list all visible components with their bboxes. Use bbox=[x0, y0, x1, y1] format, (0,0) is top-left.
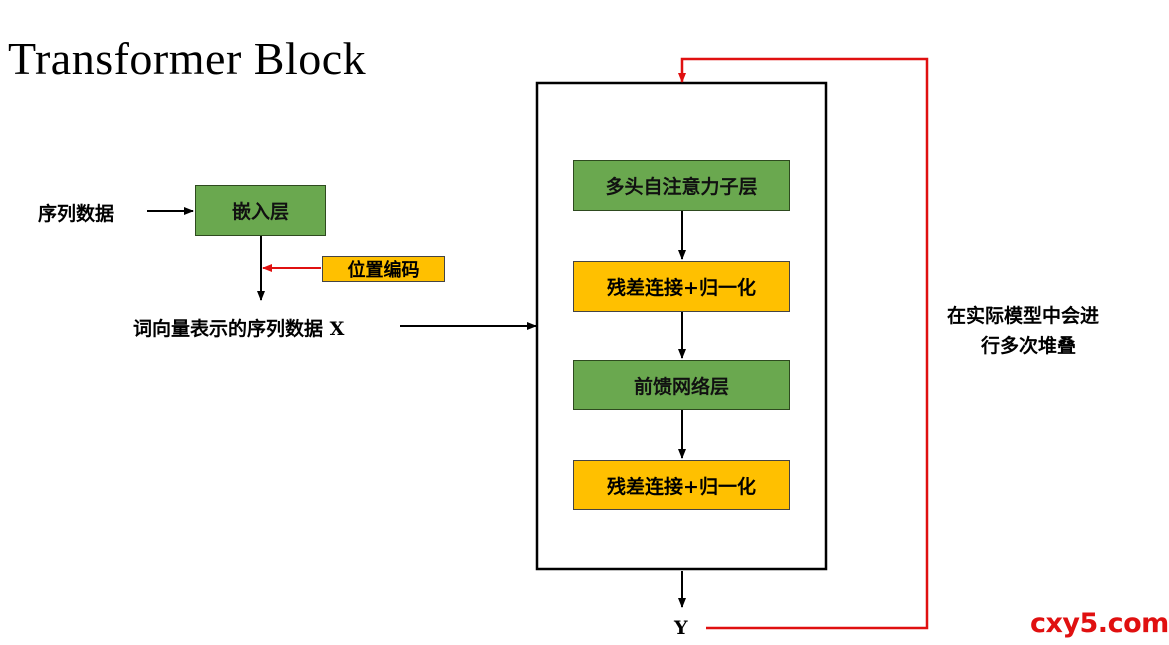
watermark-logo: cxy5.com bbox=[1030, 608, 1169, 639]
output-y-label: Y bbox=[674, 617, 688, 639]
embedding-layer-box: 嵌入层 bbox=[195, 185, 326, 236]
transformer-block-frame bbox=[535, 81, 828, 571]
diagram-title: Transformer Block bbox=[8, 33, 367, 84]
add-norm-box-2: 残差连接+归一化 bbox=[573, 460, 790, 510]
input-sequence-label: 序列数据 bbox=[38, 203, 115, 225]
stacking-note-line-2: 行多次堆叠 bbox=[981, 335, 1077, 357]
stacking-note-line-1: 在实际模型中会进 bbox=[947, 305, 1100, 327]
multi-head-attention-box: 多头自注意力子层 bbox=[573, 160, 790, 211]
add-norm-box-1: 残差连接+归一化 bbox=[573, 261, 790, 312]
feedforward-layer-box: 前馈网络层 bbox=[573, 360, 790, 410]
positional-encoding-box: 位置编码 bbox=[322, 256, 445, 282]
word-vector-sequence-label: 词向量表示的序列数据 X bbox=[133, 318, 345, 340]
feedback-loop-arrow bbox=[678, 57, 929, 630]
